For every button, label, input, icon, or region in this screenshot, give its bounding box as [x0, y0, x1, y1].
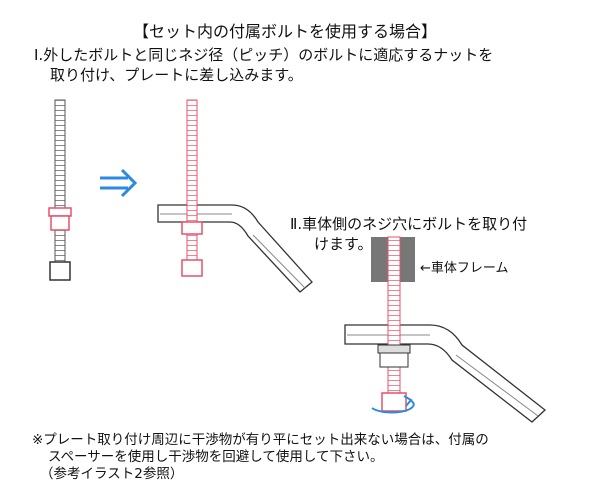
page-title: 【セット内の付属ボルトを使用する場合】 — [133, 22, 438, 41]
step2-text-cont: けます。 — [314, 235, 373, 253]
note-line2: スペーサーを使用し干渉物を回避して使用して下さい。 — [48, 449, 384, 465]
bolt-installed-on-frame — [344, 236, 547, 423]
step1-text: Ⅰ.外したボルトと同じネジ径（ピッチ）のボルトに適応するナットを — [34, 46, 494, 64]
rotate-arrow-icon — [371, 399, 415, 414]
original-bolt — [48, 99, 72, 281]
bolt-with-plate — [157, 99, 313, 293]
right-arrow-icon — [100, 168, 138, 198]
step1-text-cont: 取り付け、プレートに差し込みます。 — [50, 66, 303, 84]
note-line3: （参考イラスト2参照） — [40, 466, 184, 482]
note-line1: ※プレート取り付け周辺に干渉物が有り平にセット出来ない場合は、付属の — [32, 432, 489, 448]
step2-text: Ⅱ.車体側のネジ穴にボルトを取り付 — [290, 215, 528, 233]
frame-label: ←車体フレーム — [420, 261, 509, 276]
